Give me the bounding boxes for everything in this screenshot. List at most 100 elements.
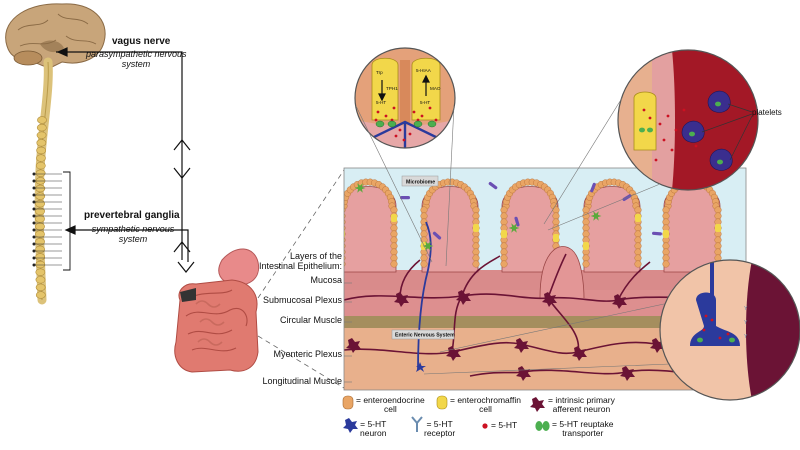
epithelial-cell <box>500 248 508 256</box>
vertebra <box>35 276 46 284</box>
epithelial-cell <box>634 242 642 250</box>
serotonin-dot <box>658 122 662 126</box>
epithelial-cell <box>714 206 722 214</box>
zoom-top-text: Trp TPH1 5-HT 5-HIAA MAO 5-HT <box>376 68 441 105</box>
epithelial-cell <box>634 248 642 256</box>
zoom-connector-lines <box>257 169 345 389</box>
epithelial-cell <box>500 212 508 220</box>
bacterium <box>652 231 662 236</box>
serotonin-dot <box>662 138 666 142</box>
villus <box>421 186 479 273</box>
epithelial-cell <box>662 260 670 268</box>
serotonin-dot <box>376 110 380 114</box>
vertebra <box>35 184 46 193</box>
bacterium <box>590 182 596 193</box>
epithelial-cell <box>634 206 642 214</box>
layers-title-label: Layers of the Intestinal Epithelium: <box>258 251 342 271</box>
serotonin-dot <box>392 106 396 110</box>
trp-label: Trp <box>376 70 383 75</box>
nerve-pathways <box>56 47 195 273</box>
vertebra <box>35 207 45 216</box>
epithelial-cell <box>472 242 480 250</box>
svg-text:Y: Y <box>744 320 748 326</box>
epithelial-cell <box>420 260 428 268</box>
enteroendocrine-cell-icon <box>342 395 354 410</box>
serotonin-dot <box>648 116 652 120</box>
epithelial-cell <box>582 260 590 268</box>
epithelial-cell <box>662 242 670 250</box>
afferent-fiber <box>461 255 501 297</box>
gi-tract <box>174 248 260 373</box>
afferent-neuron <box>620 366 635 381</box>
zoom-lines-bottom <box>423 303 671 375</box>
enterochromaffin-cell <box>583 242 589 250</box>
serotonin-dot <box>394 134 398 138</box>
vertebra <box>35 161 46 170</box>
enterochromaffin-cell <box>391 214 397 222</box>
legend-icons <box>342 395 550 433</box>
epithelial-cell <box>472 254 480 262</box>
serotonin-dot <box>670 148 674 152</box>
afferent-neuron <box>456 290 471 305</box>
bacterium <box>514 216 520 227</box>
epithelial-cell <box>500 218 508 226</box>
epithelial-cell <box>634 224 642 232</box>
afferent-neuron <box>346 338 361 353</box>
vertebra <box>35 253 46 261</box>
epithelial-cell <box>552 218 560 226</box>
epithelial-cell <box>472 212 480 220</box>
epithelial-cell <box>500 254 508 262</box>
spinal-cord <box>32 57 62 305</box>
serotonin-dot <box>390 118 394 122</box>
epithelial-cell <box>552 206 560 214</box>
circular-muscle-label: Circular Muscle <box>279 315 342 325</box>
enteric-nervous-system-label: Enteric Nervous System <box>395 333 455 339</box>
vertebra <box>35 245 45 254</box>
epithelial-cell <box>420 224 428 232</box>
prevertebral-ganglia-label: prevertebral ganglia <box>84 210 180 221</box>
epithelial-cell <box>390 260 398 268</box>
epithelial-cell <box>582 224 590 232</box>
microbe-star <box>590 211 602 221</box>
vertebra <box>35 230 45 238</box>
enterochromaffin-cell <box>663 230 669 238</box>
vertebra <box>36 154 46 162</box>
submucosal-plexus-label: Submucosal Plexus <box>262 295 342 305</box>
epithelial-cell <box>714 242 722 250</box>
serotonin-dot <box>408 132 412 136</box>
layer-pointer-lines <box>344 282 352 383</box>
epithelial-cell <box>420 254 428 262</box>
legend-afferent-neuron: = intrinsic primary afferent neuron <box>548 395 615 414</box>
enterochromaffin-cell <box>715 224 721 232</box>
svg-text:Y: Y <box>744 334 748 340</box>
epithelial-cell <box>472 236 480 244</box>
parasympathetic-label: parasympathetic nervous system <box>86 49 187 69</box>
epithelial-cell <box>582 254 590 262</box>
vertebra <box>35 268 46 276</box>
zoom-circle-synapse: YYY <box>659 259 800 401</box>
bacterium <box>432 231 442 240</box>
serotonin-dot <box>420 114 424 118</box>
vagus-nerve-label: vagus nerve <box>112 36 171 47</box>
epithelial-cell <box>390 248 398 256</box>
epithelial-cell <box>420 212 428 220</box>
microbe-star <box>508 223 520 233</box>
vertebra <box>35 192 46 200</box>
villus <box>501 186 559 273</box>
serotonin-dot <box>666 114 670 118</box>
epithelial-cell <box>662 218 670 226</box>
mao-label: MAO <box>430 86 441 91</box>
epithelial-cell <box>390 242 398 250</box>
serotonin-dot <box>434 118 438 122</box>
afferent-neuron <box>612 294 627 309</box>
epithelial-cell <box>714 236 722 244</box>
legend-5ht-receptor: = 5-HT receptor <box>424 419 456 438</box>
vertebra <box>35 260 46 269</box>
enterochromaffin-cell <box>501 230 507 238</box>
afferent-neuron <box>542 292 557 307</box>
mucosa-label: Mucosa <box>310 275 342 285</box>
microbe-star <box>422 241 434 251</box>
afferent-neuron <box>514 338 529 353</box>
serotonin-dot <box>416 118 420 122</box>
